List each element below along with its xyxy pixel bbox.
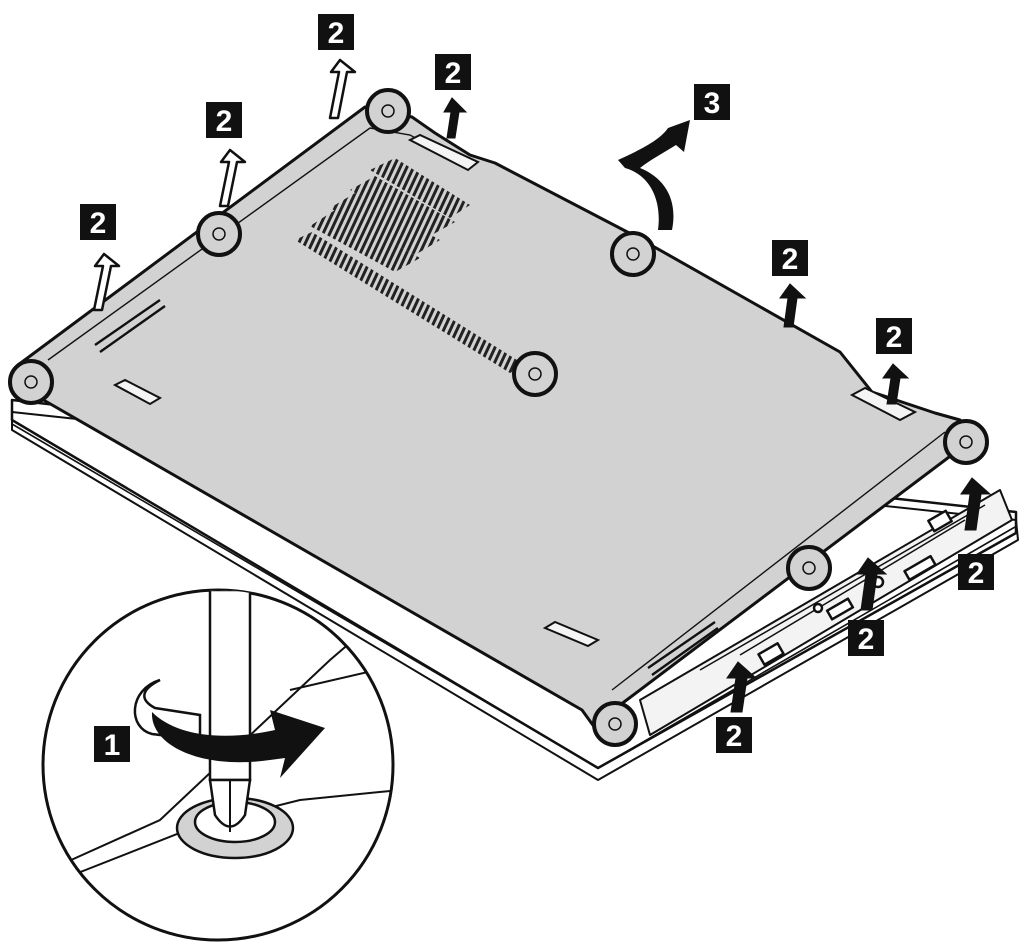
step-badge: 2 (435, 54, 471, 90)
step-badge: 2 (958, 554, 994, 590)
step-badge: 2 (772, 240, 808, 276)
solid-lift-arrows (443, 97, 992, 713)
svg-text:3: 3 (704, 87, 721, 120)
screw-icon (8, 359, 54, 405)
step-badge: 2 (206, 102, 242, 138)
lift-arrow-icon (92, 252, 121, 312)
screw-icon (943, 419, 989, 465)
step-badge: 1 (94, 726, 130, 762)
lift-arrow-icon (856, 557, 888, 611)
svg-text:2: 2 (328, 17, 345, 50)
screws (8, 88, 989, 747)
step-badge: 2 (80, 204, 116, 240)
lift-arrow-icon (779, 283, 807, 328)
svg-text:2: 2 (726, 720, 743, 753)
outline-lift-arrows (92, 58, 357, 312)
svg-text:2: 2 (445, 57, 462, 90)
step-badge: 2 (318, 14, 354, 50)
lift-arrow-icon (443, 97, 468, 139)
rotate-arrow-icon (133, 678, 325, 778)
svg-text:2: 2 (968, 557, 985, 590)
screw-icon (610, 231, 656, 277)
step-badge: 2 (716, 717, 752, 753)
step-badge: 2 (848, 620, 884, 656)
vent-grille (295, 158, 525, 373)
screwdriver-icon (208, 590, 252, 832)
screw-icon (786, 545, 832, 591)
screw-icon (592, 701, 638, 747)
step-badge: 2 (876, 318, 912, 354)
step-badges: 2 2 2 2 3 2 2 2 (80, 14, 994, 762)
lift-arrow-icon (882, 363, 910, 405)
svg-text:2: 2 (886, 321, 903, 354)
svg-text:1: 1 (104, 729, 121, 762)
screw-icon (512, 351, 558, 397)
svg-text:2: 2 (782, 243, 799, 276)
svg-text:2: 2 (216, 105, 233, 138)
screw-icon (196, 211, 242, 257)
lift-arrow-icon (218, 148, 247, 208)
step-badge: 3 (694, 84, 730, 120)
pry-arrow-icon (618, 120, 690, 230)
lift-arrow-icon (328, 58, 357, 120)
magnifier-inset (41, 588, 395, 942)
svg-text:2: 2 (90, 207, 107, 240)
svg-text:2: 2 (858, 623, 875, 656)
screw-icon (365, 88, 411, 134)
bottom-cover (13, 105, 967, 730)
lift-arrow-icon (726, 661, 758, 713)
lift-arrow-icon (960, 477, 992, 531)
